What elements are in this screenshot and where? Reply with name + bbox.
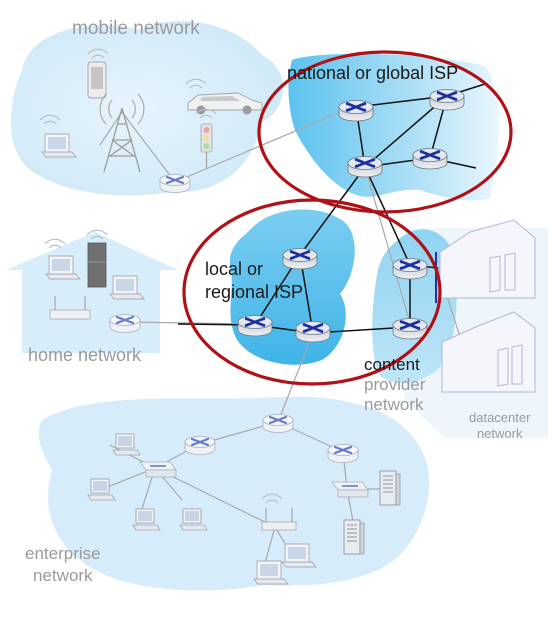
local-isp-label: local or regional ISP (205, 258, 303, 304)
router-icon (411, 147, 449, 171)
local-isp-label-line2: regional ISP (205, 282, 304, 302)
traffic-light-icon (200, 123, 213, 168)
switch-icon (331, 481, 369, 498)
wifi-router-icon (49, 296, 91, 320)
enterprise-label-line2: network (33, 566, 93, 585)
national-isp-highlight (257, 50, 513, 214)
router-icon (346, 155, 384, 179)
content-provider-label-line1: content (364, 355, 420, 374)
car-icon (187, 92, 263, 115)
local-isp-highlight (182, 198, 442, 386)
router-icon (158, 173, 192, 194)
local-isp-label-line1: local or (205, 259, 264, 279)
national-isp-label: national or global ISP (287, 63, 459, 83)
wifi-router-icon (261, 508, 297, 531)
mobile-network-label: mobile network (72, 18, 200, 39)
content-provider-label-line3: network (364, 395, 424, 414)
phone-icon (87, 61, 107, 99)
router-icon (428, 88, 466, 112)
datacenter-building-icon (439, 219, 536, 393)
datacenter-label-line2: network (476, 426, 523, 441)
datacenter-label: datacenter network (469, 410, 530, 442)
server-icon (343, 519, 365, 555)
content-provider-label-line2: provider (364, 375, 426, 394)
datacenter-label-line1: datacenter (469, 410, 531, 425)
router-icon (183, 435, 217, 456)
home-network-label: home network (28, 345, 142, 365)
mobile-network-cloud (10, 21, 284, 196)
content-provider-label: content provider network (364, 355, 425, 415)
router-icon (108, 313, 142, 334)
cell-tower-icon (99, 93, 145, 173)
enterprise-label-line1: enterprise (25, 544, 101, 563)
enterprise-network-cloud (38, 396, 430, 591)
switch-icon (139, 461, 177, 478)
router-icon (261, 413, 295, 434)
router-icon (391, 317, 429, 341)
router-icon (391, 257, 429, 281)
router-icon (337, 99, 375, 123)
router-icon (326, 443, 360, 464)
router-icon (294, 320, 332, 344)
enterprise-network-label: enterprise network (25, 543, 101, 587)
server-icon (379, 470, 401, 506)
fridge-icon (87, 242, 107, 288)
router-icon (236, 314, 274, 338)
